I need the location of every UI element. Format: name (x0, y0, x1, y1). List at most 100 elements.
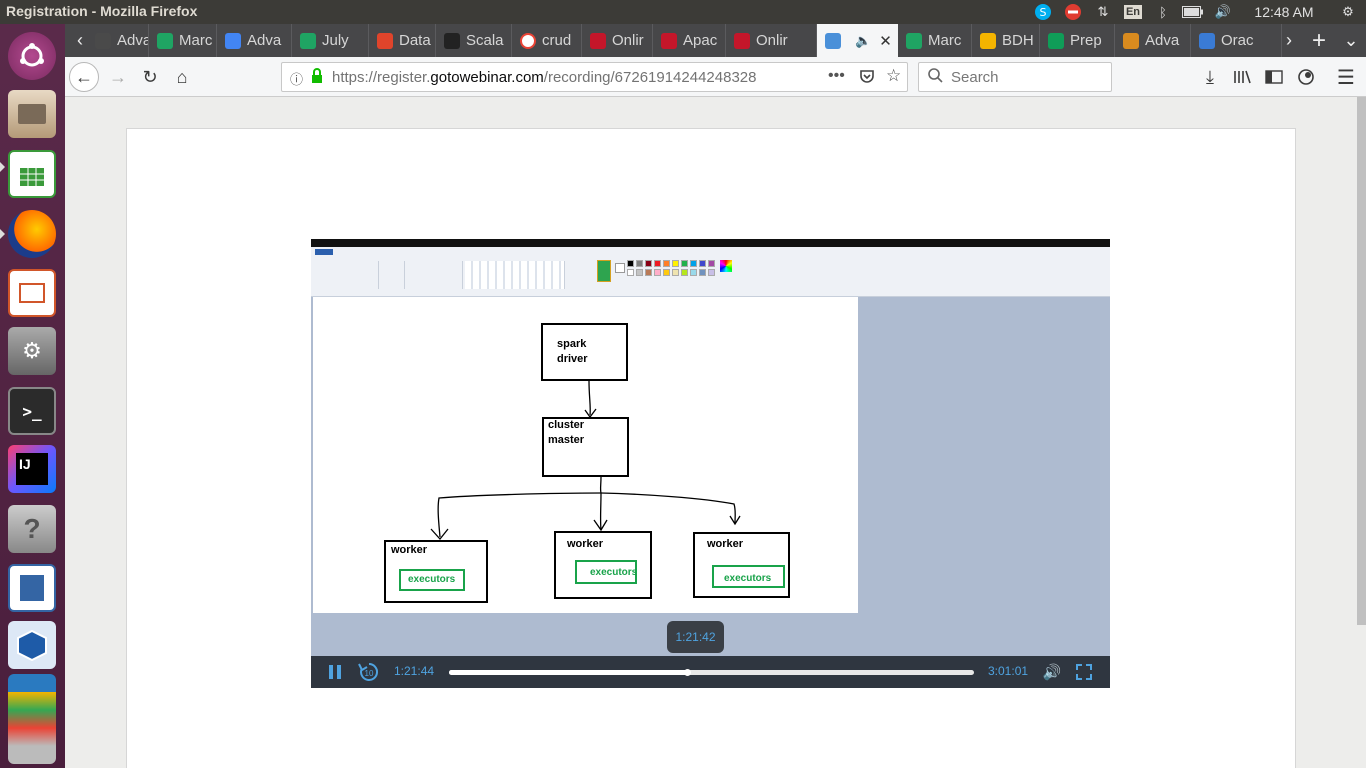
palette-swatch (672, 269, 679, 276)
tab[interactable]: Marc (898, 24, 972, 57)
pause-icon[interactable] (325, 662, 345, 682)
seek-bar-knob[interactable] (684, 669, 692, 676)
tab-list-dropdown-icon[interactable]: ⌄ (1343, 30, 1359, 50)
seek-bar[interactable] (449, 669, 974, 676)
tab-sound-icon[interactable]: 🔈 (855, 32, 872, 48)
paint-tools-group (407, 261, 463, 289)
palette-swatch (672, 260, 679, 267)
clock[interactable]: 12:48 AM (1254, 4, 1314, 20)
tab[interactable]: Onlir (726, 24, 817, 57)
paint-color1-swatch (597, 260, 611, 282)
palette-swatch (708, 269, 715, 276)
driver-to-master-arrow (588, 380, 591, 416)
tab-label: Scala (466, 32, 504, 49)
bluetooth-icon[interactable]: ᛒ (1159, 4, 1167, 20)
palette-swatch (681, 260, 688, 267)
new-tab-button[interactable]: + (1311, 26, 1326, 54)
sidebar-icon[interactable] (1259, 62, 1289, 92)
executors-1-box (399, 569, 465, 591)
back-button[interactable]: ← (69, 62, 99, 92)
palette-swatch (636, 269, 643, 276)
tab-label: Onlir (612, 32, 644, 49)
tab-label: crud (542, 32, 572, 49)
branch-to-worker-1 (437, 492, 602, 538)
forward-button[interactable]: → (109, 66, 127, 87)
palette-swatch (627, 269, 634, 276)
palette-swatch (690, 269, 697, 276)
page-actions-icon[interactable]: ••• (828, 67, 845, 84)
tab-active[interactable]: 🔈✕ (817, 24, 898, 57)
home-button[interactable]: ⌂ (176, 66, 188, 87)
ubuntu-dash-icon[interactable] (8, 32, 56, 80)
presentation-icon[interactable] (8, 269, 56, 317)
reload-button[interactable]: ↻ (142, 66, 158, 87)
palette-swatch (708, 260, 715, 267)
volume-icon[interactable]: 🔊 (1214, 4, 1232, 19)
page-scrollbar[interactable] (1357, 97, 1366, 625)
tab[interactable]: July (292, 24, 369, 57)
palette-swatch (627, 260, 634, 267)
hamburger-menu-icon[interactable]: ☰ (1337, 66, 1355, 89)
tab-favicon-icon (906, 32, 922, 49)
pocket-icon[interactable] (859, 68, 875, 89)
current-time: 1:21:44 (394, 664, 435, 678)
tab[interactable]: Orac (1191, 24, 1282, 57)
site-info-icon[interactable]: ⓘ (290, 72, 304, 87)
tab[interactable]: Adva (217, 24, 292, 57)
rewind-icon[interactable]: 10 (357, 662, 381, 682)
tab-favicon-icon (1048, 32, 1064, 49)
tab[interactable]: Scala (436, 24, 512, 57)
skype-icon[interactable]: S (1028, 0, 1058, 24)
intellij-icon[interactable]: IJ (8, 445, 56, 493)
network-arrows-icon[interactable]: ⇅ (1097, 4, 1109, 19)
url-bar[interactable]: ⓘ https://register.gotowebinar.com/recor… (281, 62, 908, 92)
tab[interactable]: Data (369, 24, 436, 57)
video-player[interactable]: spark driver cluster master worke (311, 239, 1110, 688)
document-viewer-icon[interactable] (8, 564, 56, 612)
tab[interactable]: Onlir (582, 24, 653, 57)
bookmark-star-icon[interactable]: ☆ (886, 66, 902, 85)
tab[interactable]: Prep (1040, 24, 1115, 57)
player-controls: 10 1:21:44 3:01:01 🔊 (311, 656, 1110, 688)
system-settings-icon[interactable]: ⚙ (8, 327, 56, 375)
tab[interactable]: Adva (87, 24, 149, 57)
tab[interactable]: crud (512, 24, 582, 57)
lock-icon[interactable] (310, 68, 324, 89)
tab[interactable]: Marc (149, 24, 217, 57)
virtualbox-icon[interactable] (8, 621, 56, 669)
tab-favicon-icon (444, 32, 460, 49)
tab-favicon-icon (980, 32, 996, 49)
tab-close-icon[interactable]: ✕ (879, 32, 892, 50)
extension-icon[interactable] (1291, 62, 1321, 92)
tab-label: July (322, 32, 349, 49)
tab[interactable]: Adva (1115, 24, 1191, 57)
top-panel: Registration - Mozilla Firefox S ⇅ En ᛒ … (0, 0, 1366, 24)
stacked-apps-icon[interactable] (8, 674, 56, 764)
downloads-icon[interactable]: ⤓ (1206, 66, 1214, 87)
search-icon (927, 67, 943, 90)
terminal-icon[interactable]: >_ (8, 387, 56, 435)
tabs-scroll-left-icon[interactable]: ‹ (77, 30, 83, 50)
tab[interactable]: Apac (653, 24, 726, 57)
keyboard-layout[interactable]: En (1118, 0, 1148, 24)
search-bar[interactable]: Search (918, 62, 1112, 92)
url-host: gotowebinar.com (430, 69, 544, 86)
battery-icon[interactable] (1178, 0, 1208, 24)
files-icon[interactable] (8, 90, 56, 138)
launcher: ⚙ >_ IJ ? (0, 24, 65, 768)
paint-menu-button (315, 249, 333, 255)
firefox-icon[interactable] (8, 210, 56, 258)
fullscreen-icon[interactable] (1074, 662, 1094, 682)
volume-icon[interactable]: 🔊 (1042, 664, 1062, 681)
spreadsheet-icon[interactable] (8, 150, 56, 198)
tab[interactable]: BDH (972, 24, 1040, 57)
do-not-disturb-icon[interactable] (1058, 0, 1088, 24)
palette-swatch (681, 269, 688, 276)
url-text[interactable]: https://register.gotowebinar.com/recordi… (332, 69, 757, 86)
help-icon[interactable]: ? (8, 505, 56, 553)
tabs-scroll-right-icon[interactable]: › (1286, 30, 1292, 50)
library-icon[interactable] (1227, 62, 1257, 92)
tab-favicon-icon (377, 32, 393, 49)
tab-label: Data (399, 32, 431, 49)
power-gear-icon[interactable]: ⚙ (1342, 4, 1354, 19)
